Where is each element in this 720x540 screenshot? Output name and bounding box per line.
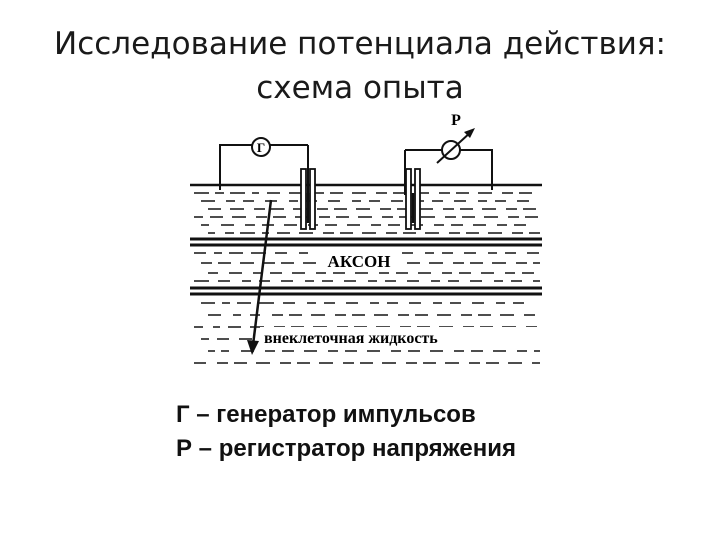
generator-wire-left <box>219 144 252 190</box>
axon-lower-membrane <box>190 286 542 296</box>
recorder-needle <box>436 130 473 164</box>
generator-symbol-label: Г <box>257 140 265 155</box>
fluid-label: внеклеточная жидкость <box>264 330 438 347</box>
generator-icon <box>251 137 271 157</box>
slide-title: Исследование потенциала действия: схема … <box>0 22 720 110</box>
axon-label: АКСОН <box>328 252 391 271</box>
recorder-symbol-label: Р <box>451 112 461 129</box>
fluid-label-backdrop <box>260 327 550 347</box>
axon-label-backdrop <box>316 251 402 271</box>
experiment-diagram: Г Р АКСОН внеклеточная жидкость <box>190 112 550 364</box>
legend: Г – генератор импульсов Р – регистратор … <box>176 398 676 466</box>
axon-upper-membrane <box>190 237 542 247</box>
extracellular-electrode <box>251 199 273 346</box>
slide-title-line-1: Исследование потенциала действия: <box>54 26 666 62</box>
recorder-needle-arrowhead <box>464 128 475 138</box>
legend-recorder: Р – регистратор напряжения <box>176 435 516 462</box>
right-electrode <box>405 168 421 230</box>
extracellular-electrode-arrowhead <box>247 340 259 355</box>
slide-title-line-2: схема опыта <box>256 70 464 106</box>
left-electrode <box>300 168 316 230</box>
legend-generator: Г – генератор импульсов <box>176 401 476 428</box>
recorder-wire-right <box>460 149 493 190</box>
